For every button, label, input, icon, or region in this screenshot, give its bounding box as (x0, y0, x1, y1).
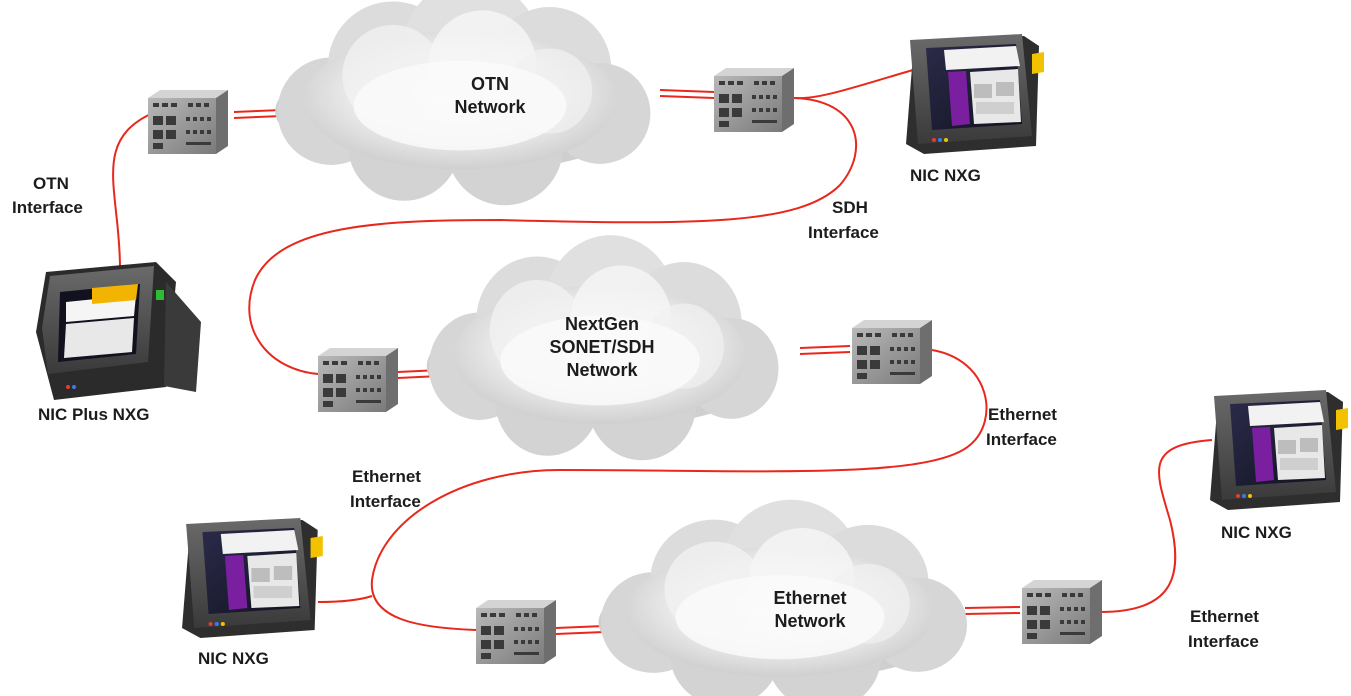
label-otn-interface-line1: OTN (33, 174, 69, 193)
label-ethernet-interface-mid-line2: Interface (350, 492, 421, 511)
label-ethernet-interface-mid-line1: Ethernet (352, 467, 421, 486)
label-nic-plus-nxg: NIC Plus NXG (38, 405, 149, 424)
cloud-otn-label-line1: OTN (471, 74, 509, 94)
nic-nxg-device-bottom-left (182, 518, 323, 638)
label-nic-nxg-bottom-right: NIC NXG (1221, 523, 1292, 542)
label-nic-nxg-top-right: NIC NXG (910, 166, 981, 185)
label-ethernet-interface-right-line2: Interface (986, 430, 1057, 449)
nic-nxg-device-top-right (906, 34, 1044, 154)
link-box2-nic-top (793, 67, 921, 100)
label-nic-nxg-bottom-left: NIC NXG (198, 649, 269, 668)
label-otn-interface-line2: Interface (12, 198, 83, 217)
link-ethernet-cloud-box6 (964, 606, 1021, 609)
cloud-ethernet-network: Ethernet Network (598, 499, 967, 696)
equipment-box-otn-left (148, 90, 228, 154)
link-otn-cloud-box2 (659, 89, 715, 93)
label-sdh-interface-line2: Interface (808, 223, 879, 242)
link-nic-bottom-left (317, 595, 373, 603)
label-ethernet-interface-bottom-line1: Ethernet (1190, 607, 1259, 626)
links (112, 67, 1213, 635)
cloud-sonet-label-line3: Network (566, 360, 638, 380)
nic-nxg-device-bottom-right (1210, 390, 1348, 510)
cloud-sonet-label-line1: NextGen (565, 314, 639, 334)
link-otn-interface (112, 111, 156, 269)
label-ethernet-interface-bottom-line2: Interface (1188, 632, 1259, 651)
nic-plus-nxg-device (36, 262, 201, 400)
link-sonet-cloud-box4 (799, 345, 851, 349)
equipment-box-otn-right (714, 68, 794, 132)
equipment-box-ethernet-right (1022, 580, 1102, 644)
cloud-ethernet-label-line1: Ethernet (773, 588, 846, 608)
equipment-box-ethernet-left (476, 600, 556, 664)
link-box6-nic-bottom-right (1099, 439, 1213, 613)
cloud-sonet-label-line2: SONET/SDH (549, 337, 654, 357)
cloud-otn-network: OTN Network (275, 0, 651, 206)
link-ethernet-interface (370, 349, 988, 631)
cloud-otn-label-line2: Network (454, 97, 526, 117)
equipment-box-sonet-right (852, 320, 932, 384)
cloud-sonet-sdh-network: NextGen SONET/SDH Network (426, 235, 779, 461)
equipment-box-sonet-left (318, 348, 398, 412)
label-sdh-interface-line1: SDH (832, 198, 868, 217)
link-box1-otn-cloud (233, 109, 283, 113)
link-box5-ethernet-cloud (555, 625, 605, 629)
link-sdh-interface (248, 97, 857, 375)
label-ethernet-interface-right-line1: Ethernet (988, 405, 1057, 424)
cloud-ethernet-label-line2: Network (774, 611, 846, 631)
